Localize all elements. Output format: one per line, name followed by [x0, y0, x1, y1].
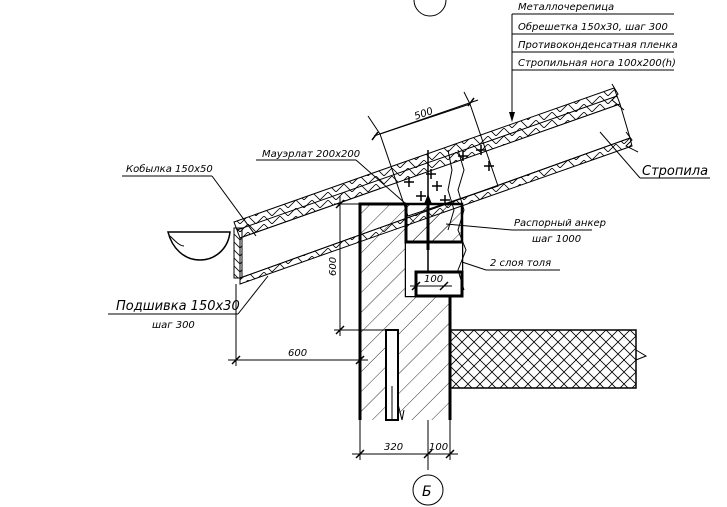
dim-500-text: 500 [413, 106, 435, 123]
rafters-label: Стропила [599, 131, 710, 179]
tolya-label: 2 слоя толя [461, 258, 560, 271]
anchor-text-1: Распорный анкер [514, 218, 606, 229]
dimension-100-inner: 100 [410, 274, 452, 291]
rafters-text: Стропила [642, 164, 708, 179]
dimension-600-vertical: 600 [328, 196, 386, 336]
section-marker-b: Б [412, 474, 444, 506]
roof-layer-callout: Металлочерепица Обрешетка 150х30, шаг 30… [509, 2, 678, 122]
kobylka-text: Кобылка 150х50 [126, 163, 213, 175]
dim-100-bottom-text: 100 [429, 442, 448, 453]
callout-metal-tile: Металлочерепица [518, 2, 614, 13]
anchor-text-2: шаг 1000 [532, 234, 581, 245]
dimension-500: 500 [367, 91, 479, 141]
section-marker-text: Б [422, 484, 432, 500]
dim-320-text: 320 [384, 442, 403, 453]
gutter [167, 231, 231, 261]
kobylka-label: Кобылка 150х50 [122, 163, 257, 237]
callout-membrane: Противоконденсатная пленка [518, 40, 678, 51]
podshivka-label: Подшивка 150х30 шаг 300 [108, 275, 269, 331]
callout-rafter-leg: Стропильная нога 100х200(h) [518, 58, 676, 69]
podshivka-text-1: Подшивка 150х30 [116, 299, 240, 314]
mauerlat-label: Мауэрлат 200х200 [256, 149, 407, 205]
kobylka-board [233, 227, 243, 279]
dimension-bottom: 320 100 [352, 420, 458, 470]
dim-600h-text: 600 [288, 348, 307, 359]
plate-crosses [404, 145, 494, 205]
callout-battens: Обрешетка 150х30, шаг 300 [518, 21, 668, 33]
break-line-right [457, 149, 467, 291]
tolya-text: 2 слоя толя [490, 258, 551, 269]
dimension-600-horizontal: 600 [228, 284, 368, 366]
section-circle-top [413, 0, 447, 17]
dim-100-inner-text: 100 [424, 274, 443, 285]
mauerlat-text: Мауэрлат 200х200 [262, 149, 360, 160]
spacer-anchor [424, 150, 432, 272]
floor-slab [449, 329, 648, 389]
anchor-label: Распорный анкер шаг 1000 [445, 218, 606, 245]
podshivka-text-2: шаг 300 [152, 320, 195, 331]
dim-600v-text: 600 [328, 257, 339, 276]
